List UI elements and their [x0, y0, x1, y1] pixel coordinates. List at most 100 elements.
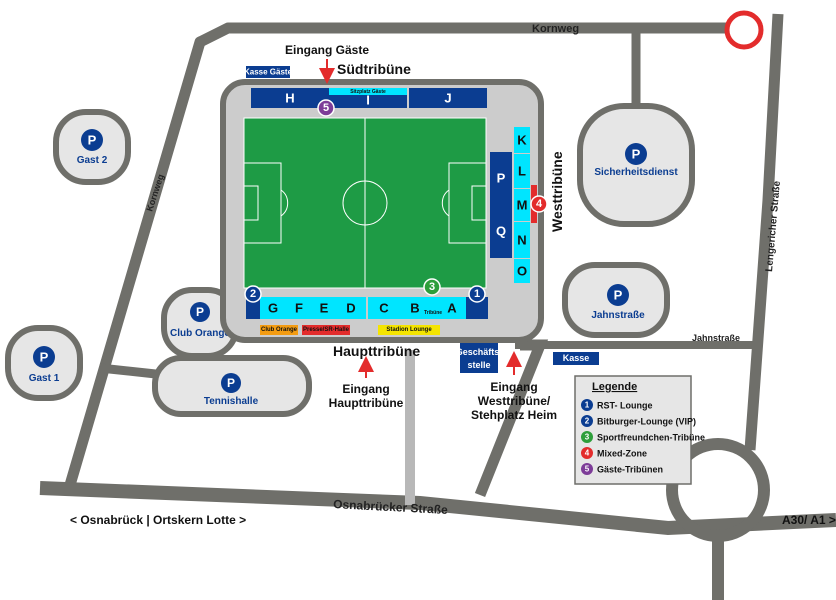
- parking-tennishalle[interactable]: P Tennishalle: [152, 355, 312, 417]
- block-h[interactable]: [251, 88, 329, 108]
- block-e[interactable]: [312, 297, 336, 319]
- marker-5-label: 5: [323, 102, 329, 114]
- block-g[interactable]: [260, 297, 286, 319]
- entrance-west-label-1: Eingang: [490, 380, 537, 394]
- presse-box[interactable]: [302, 325, 350, 335]
- block-main-right-end: [466, 297, 488, 319]
- marker-4[interactable]: 4: [530, 195, 548, 213]
- parking-gast2-label: Gast 2: [77, 155, 108, 166]
- presse-box-label: Presse/SR-Halle: [303, 327, 350, 333]
- block-m-label: M: [517, 198, 528, 213]
- block-m[interactable]: [514, 189, 530, 221]
- tribuene-small-label: Tribüne: [424, 310, 442, 316]
- legend-box: [574, 375, 692, 485]
- legend-marker-number: 4: [585, 449, 590, 458]
- legend-marker-1: [581, 399, 593, 411]
- stadion-lounge-label: Stadion Lounge: [386, 327, 432, 333]
- marker-1[interactable]: 1: [468, 285, 486, 303]
- block-n-label: N: [517, 233, 526, 248]
- pitch-lines: [243, 117, 487, 289]
- block-g-label: G: [268, 301, 278, 316]
- block-b[interactable]: [400, 297, 430, 319]
- marker-1-label: 1: [474, 288, 480, 300]
- parking-symbol: P: [40, 350, 49, 365]
- club-orange-box[interactable]: [260, 325, 298, 335]
- block-c[interactable]: [368, 297, 400, 319]
- block-p[interactable]: [490, 152, 512, 205]
- entrance-west-label-3: Stehplatz Heim: [471, 408, 557, 422]
- kasse-gaeste-label: Kasse Gäste: [244, 68, 293, 77]
- road-west-entrance: [474, 339, 549, 498]
- main-stand: G F E D C B A Tribüne: [246, 297, 488, 319]
- marker-5[interactable]: 5: [317, 99, 335, 117]
- parking-icon: [221, 373, 241, 393]
- block-a[interactable]: [430, 297, 466, 319]
- geschaeftsstelle-box[interactable]: [460, 343, 498, 373]
- parking-jahnstrasse[interactable]: P Jahnstraße: [562, 262, 670, 338]
- parking-club-orange-label: Club Orange: [170, 328, 230, 339]
- block-k-label: K: [517, 133, 527, 148]
- stadion-lounge-box[interactable]: [378, 325, 440, 335]
- road-kornweg-top: [197, 22, 742, 47]
- block-p-label: P: [497, 171, 506, 186]
- parking-symbol: P: [227, 376, 235, 390]
- parking-icon: [33, 346, 55, 368]
- west-stand: P Q K L M N O: [490, 127, 530, 283]
- parking-jahnstrasse-label: Jahnstraße: [591, 310, 645, 321]
- block-f-label: F: [295, 301, 303, 316]
- marker-2[interactable]: 2: [244, 285, 262, 303]
- block-o-label: O: [517, 264, 527, 279]
- parking-gast1[interactable]: P Gast 1: [5, 325, 83, 401]
- legend-item-label: RST- Lounge: [597, 401, 653, 411]
- label-kornweg-top: Kornweg: [532, 23, 579, 35]
- kasse-box[interactable]: [553, 352, 599, 365]
- geschaeftsstelle-label-2: stelle: [467, 360, 490, 370]
- block-q[interactable]: [490, 205, 512, 258]
- block-n[interactable]: [514, 222, 530, 258]
- parking-sicherheitsdienst-label: Sicherheitsdienst: [594, 167, 678, 178]
- block-f[interactable]: [286, 297, 312, 319]
- club-orange-box-label: Club Orange: [261, 327, 298, 333]
- block-o[interactable]: [514, 259, 530, 283]
- parking-icon: [81, 129, 103, 151]
- geschaeftsstelle-label-1: Geschäfts-: [456, 347, 503, 357]
- legend-item-label: Sportfreundchen-Tribüne: [597, 433, 705, 443]
- entrance-haupt-label-2: Haupttribüne: [329, 396, 404, 410]
- direction-left: < Osnabrück | Ortskern Lotte >: [70, 513, 246, 527]
- road-kornweg-left: [64, 36, 206, 491]
- block-e-label: E: [320, 301, 329, 316]
- block-main-left-end: [246, 297, 260, 319]
- parking-icon: [190, 302, 210, 322]
- block-i-label: I: [366, 93, 370, 108]
- parking-symbol: P: [614, 288, 623, 303]
- legend-item-label: Bitburger-Lounge (VIP): [597, 417, 696, 427]
- legend-title: Legende: [592, 381, 637, 393]
- parking-tennishalle-label: Tennishalle: [204, 396, 259, 407]
- legend-marker-number: 5: [585, 465, 590, 474]
- block-l[interactable]: [514, 154, 530, 188]
- parking-icon: [607, 284, 629, 306]
- marker-3[interactable]: 3: [423, 278, 441, 296]
- roads: [39, 13, 836, 600]
- block-d[interactable]: [336, 297, 366, 319]
- parking-sicherheitsdienst[interactable]: P Sicherheitsdienst: [577, 103, 695, 227]
- legend-marker-4: [581, 447, 593, 459]
- parking-gast1-label: Gast 1: [29, 373, 60, 384]
- legend-marker-number: 3: [585, 433, 590, 442]
- parking-gast2[interactable]: P Gast 2: [53, 109, 131, 185]
- block-d-label: D: [346, 301, 355, 316]
- road-lengericher: [744, 13, 784, 451]
- parking-symbol: P: [196, 305, 204, 319]
- block-j[interactable]: [409, 88, 487, 108]
- sitzplatz-gaeste[interactable]: [329, 88, 407, 95]
- legend-marker-5: [581, 463, 593, 475]
- label-haupttribuene: Haupttribüne: [333, 343, 420, 359]
- label-westtribuene: Westtribüne: [549, 151, 565, 232]
- kasse-gaeste-box[interactable]: [246, 66, 290, 78]
- block-j-label: J: [444, 91, 451, 106]
- block-k[interactable]: [514, 127, 530, 153]
- kasse-label: Kasse: [563, 353, 590, 363]
- block-a-label: A: [447, 301, 457, 316]
- parking-symbol: P: [88, 133, 97, 148]
